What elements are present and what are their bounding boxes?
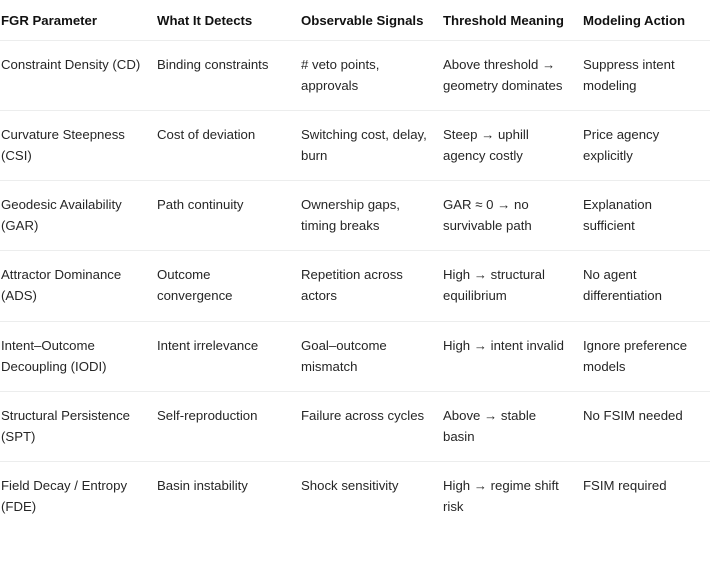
- cell-action: No agent differentiation: [583, 250, 710, 322]
- cell-detects: Outcome convergence: [157, 250, 301, 322]
- table-row: Curvature Steepness (CSI) Cost of deviat…: [0, 110, 710, 182]
- cell-threshold: High → regime shift risk: [443, 478, 559, 515]
- cell-threshold: High → intent invalid: [443, 321, 583, 392]
- cell-threshold: Above → stable basin: [443, 391, 583, 463]
- cell-threshold: Above threshold → geometry dominates: [443, 40, 583, 111]
- cell-parameter: Intent–Outcome Decoupling (IODI): [0, 321, 157, 392]
- column-header-fgr-parameter: FGR Parameter: [0, 0, 157, 41]
- cell-detects: Path continuity: [157, 180, 301, 252]
- cell-threshold: Steep → uphill agency costly: [443, 110, 583, 182]
- cell-signals: Repetition across actors: [301, 250, 443, 322]
- cell-signals: Ownership gaps, timing breaks: [301, 180, 443, 252]
- cell-signals: Switching cost, delay, burn: [301, 110, 443, 182]
- cell-signals: Failure across cycles: [301, 391, 443, 463]
- table-row: Geodesic Availability (GAR) Path continu…: [0, 180, 710, 252]
- table-row: Structural Persistence (SPT) Self-reprod…: [0, 391, 710, 463]
- cell-parameter: Curvature Steepness (CSI): [0, 110, 157, 182]
- cell-threshold: High → structural equilibrium: [443, 250, 583, 322]
- table-row: Constraint Density (CD) Binding constrai…: [0, 40, 710, 111]
- cell-action: Explanation sufficient: [583, 180, 710, 252]
- cell-action: FSIM required: [583, 478, 667, 493]
- cell-detects: Basin instability: [157, 478, 248, 493]
- cell-parameter: Constraint Density (CD): [0, 40, 157, 111]
- fgr-parameter-table-container: FGR Parameter What It Detects Observable…: [0, 0, 710, 531]
- cell-detects: Intent irrelevance: [157, 321, 301, 392]
- cell-parameter: Attractor Dominance (ADS): [0, 250, 157, 322]
- cell-action: No FSIM needed: [583, 391, 710, 463]
- cell-action: Price agency explicitly: [583, 110, 710, 182]
- cell-detects: Self-reproduction: [157, 391, 301, 463]
- fgr-parameter-table: FGR Parameter What It Detects Observable…: [0, 0, 710, 531]
- table-row: Intent–Outcome Decoupling (IODI) Intent …: [0, 321, 710, 392]
- cell-detects: Cost of deviation: [157, 110, 301, 182]
- table-header-row: FGR Parameter What It Detects Observable…: [0, 0, 710, 41]
- cell-action: Ignore preference models: [583, 321, 710, 392]
- table-header: FGR Parameter What It Detects Observable…: [0, 0, 710, 41]
- column-header-observable-signals: Observable Signals: [301, 0, 443, 41]
- column-header-what-it-detects: What It Detects: [157, 0, 301, 41]
- cell-signals: Goal–outcome mismatch: [301, 321, 443, 392]
- cell-signals: # veto points, approvals: [301, 40, 443, 111]
- cell-action: Suppress intent modeling: [583, 40, 710, 111]
- column-header-modeling-action: Modeling Action: [583, 0, 710, 41]
- cell-detects: Binding constraints: [157, 40, 301, 111]
- column-header-threshold-meaning: Threshold Meaning: [443, 0, 583, 41]
- cell-parameter: Field Decay / Entropy (FDE): [1, 478, 128, 515]
- table-body: Constraint Density (CD) Binding constrai…: [0, 40, 710, 531]
- cell-parameter: Geodesic Availability (GAR): [0, 180, 157, 252]
- cell-signals: Shock sensitivity: [301, 478, 399, 493]
- cell-threshold: GAR ≈ 0 → no survivable path: [443, 180, 583, 252]
- table-row: Attractor Dominance (ADS) Outcome conver…: [0, 250, 710, 322]
- table-row: Field Decay / Entropy (FDE) Basin instab…: [0, 462, 710, 532]
- cell-parameter: Structural Persistence (SPT): [0, 391, 157, 463]
